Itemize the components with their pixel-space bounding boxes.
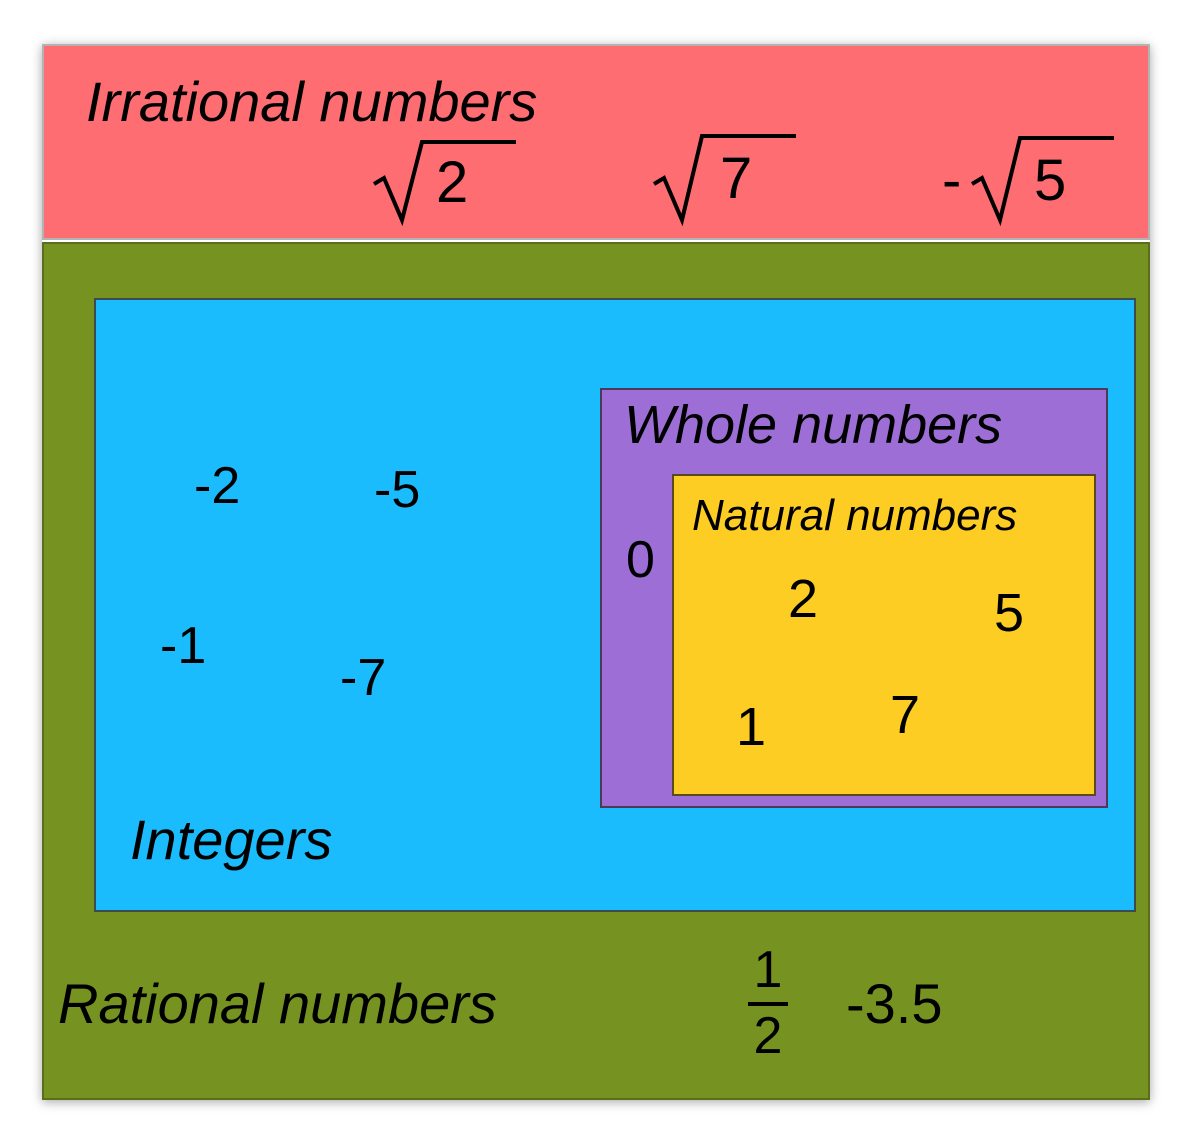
natural-numbers-region bbox=[672, 474, 1096, 796]
sqrt-2-expression: 2 bbox=[370, 132, 520, 232]
natural-numbers-label: Natural numbers bbox=[692, 491, 1018, 540]
rational-decimal-value: -3.5 bbox=[846, 972, 943, 1035]
irrational-numbers-label: Irrational numbers bbox=[86, 70, 538, 133]
fraction-denominator: 2 bbox=[753, 1007, 783, 1065]
sqrt-5-expression: 5 bbox=[968, 132, 1118, 232]
radical-sign-icon bbox=[372, 140, 516, 227]
irrational-numbers-region bbox=[42, 44, 1150, 240]
whole-numbers-label: Whole numbers bbox=[624, 395, 1003, 455]
negative-sign: - bbox=[942, 148, 962, 213]
sqrt-radicand: 7 bbox=[720, 146, 753, 211]
radical-sign-icon bbox=[970, 136, 1114, 227]
natural-number-value: 2 bbox=[788, 569, 819, 629]
natural-number-value: 5 bbox=[994, 583, 1025, 643]
integer-value: -5 bbox=[374, 461, 421, 519]
fraction-one-half: 1 2 bbox=[746, 944, 790, 1062]
integer-value: -1 bbox=[160, 617, 207, 675]
integer-value: -2 bbox=[194, 457, 241, 515]
fraction-bar bbox=[748, 1002, 788, 1006]
fraction-numerator: 1 bbox=[753, 941, 783, 999]
rational-numbers-label: Rational numbers bbox=[58, 972, 497, 1035]
integers-label: Integers bbox=[130, 808, 333, 871]
sqrt-radicand: 5 bbox=[1034, 148, 1067, 213]
sqrt-radicand: 2 bbox=[436, 150, 469, 215]
natural-number-value: 7 bbox=[890, 685, 921, 745]
radical-sign-icon bbox=[652, 134, 796, 227]
natural-number-value: 1 bbox=[736, 697, 767, 757]
integer-value: -7 bbox=[340, 649, 387, 707]
whole-number-value: 0 bbox=[626, 531, 655, 589]
sqrt-7-expression: 7 bbox=[650, 132, 800, 232]
